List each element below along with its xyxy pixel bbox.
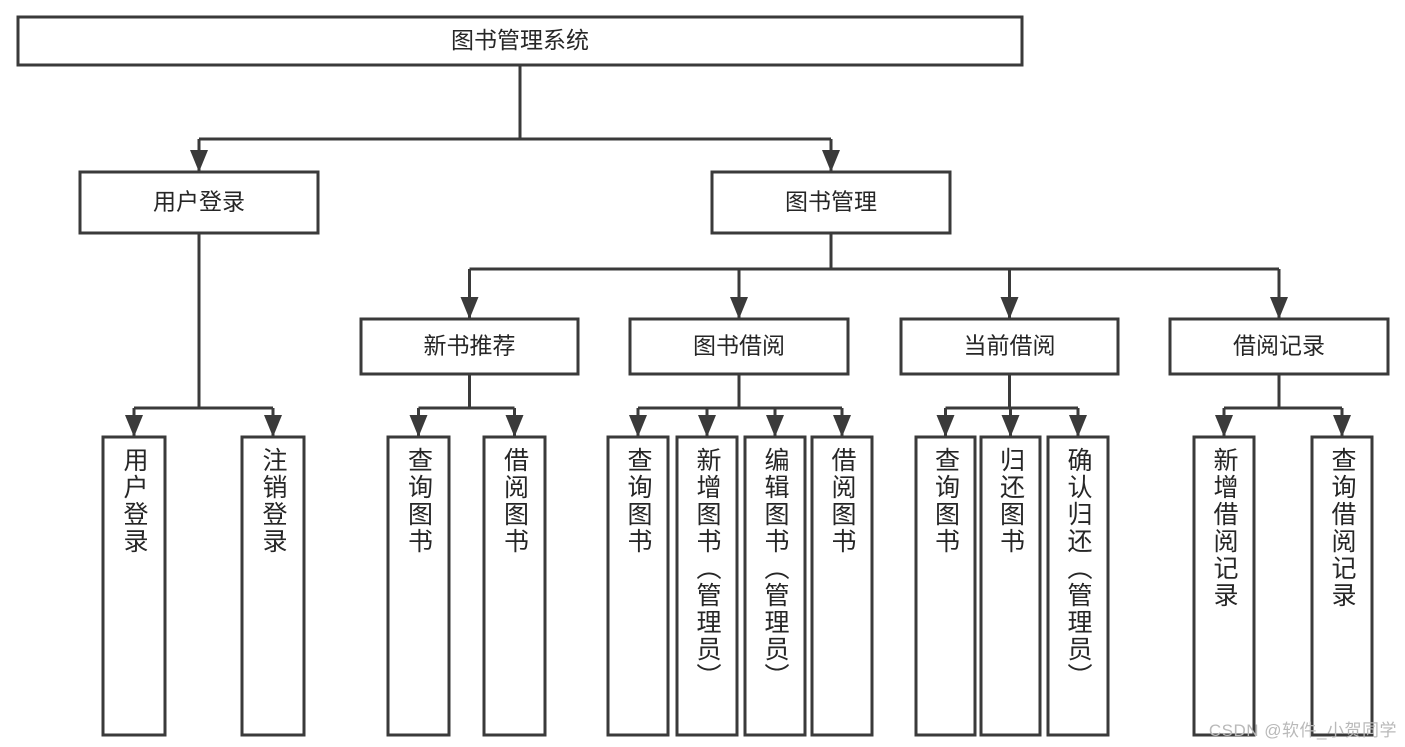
arrow-head-icon [1069, 415, 1087, 437]
leaf-node-注销登录-1-box[interactable] [240, 435, 306, 737]
arrow-head-icon [629, 415, 647, 437]
arrow-head-icon [833, 415, 851, 437]
leaf-node-查询借阅记录-12-box[interactable] [1310, 435, 1374, 737]
root-node-label: 图书管理系统 [451, 27, 589, 53]
arrow-head-icon [505, 415, 524, 437]
level3-node-图书借阅-1-label: 图书借阅 [693, 333, 785, 359]
arrow-head-icon [766, 415, 784, 437]
leaf-node-借阅图书-7-box[interactable] [810, 435, 874, 737]
arrow-head-icon [460, 297, 479, 319]
arrow-head-icon [1333, 415, 1351, 437]
leaf-node-确认归还管理员-10-box[interactable] [1046, 435, 1110, 737]
level2-node-图书管理-1-box[interactable] [710, 170, 952, 235]
arrow-head-icon [698, 415, 716, 437]
arrow-head-icon [730, 297, 748, 319]
leaf-node-归还图书-9-box[interactable] [979, 435, 1042, 737]
connector-layer [125, 65, 1351, 437]
leaf-node-用户登录-0-box[interactable] [101, 435, 167, 737]
watermark-text: CSDN @软件_小贺同学 [1208, 721, 1397, 740]
level3-node-图书借阅-1-box[interactable] [628, 317, 850, 376]
leaf-node-查询图书-2-box[interactable] [386, 435, 451, 737]
root-node-box[interactable] [16, 15, 1024, 67]
arrow-head-icon [1215, 415, 1233, 437]
arrow-head-icon [1270, 297, 1288, 319]
arrow-head-icon [409, 415, 428, 437]
level3-node-当前借阅-2-label: 当前借阅 [964, 333, 1056, 359]
level2-node-用户登录-0-label: 用户登录 [153, 189, 245, 215]
leaf-node-借阅图书-3-box[interactable] [482, 435, 547, 737]
level2-node-图书管理-1-label: 图书管理 [785, 189, 877, 215]
leaf-node-查询图书-8-box[interactable] [914, 435, 977, 737]
arrow-head-icon [1000, 297, 1019, 319]
level3-node-当前借阅-2-box[interactable] [899, 317, 1120, 376]
arrow-head-icon [264, 415, 282, 437]
leaf-node-新增借阅记录-11-box[interactable] [1192, 435, 1256, 737]
level3-node-借阅记录-3-box[interactable] [1168, 317, 1390, 376]
level3-node-新书推荐-0-label: 新书推荐 [424, 333, 516, 359]
arrow-head-icon [190, 150, 208, 172]
arrow-head-icon [822, 150, 840, 172]
arrow-head-icon [1001, 415, 1020, 437]
leaf-node-新增图书管理员-5-box[interactable] [675, 435, 739, 737]
level3-node-新书推荐-0-box[interactable] [359, 317, 580, 376]
arrow-head-icon [936, 415, 955, 437]
level2-node-用户登录-0-box[interactable] [78, 170, 320, 235]
level3-node-借阅记录-3-label: 借阅记录 [1233, 333, 1325, 359]
leaf-node-查询图书-4-box[interactable] [606, 435, 670, 737]
leaf-node-编辑图书管理员-6-box[interactable] [743, 435, 807, 737]
arrow-head-icon [125, 415, 143, 437]
